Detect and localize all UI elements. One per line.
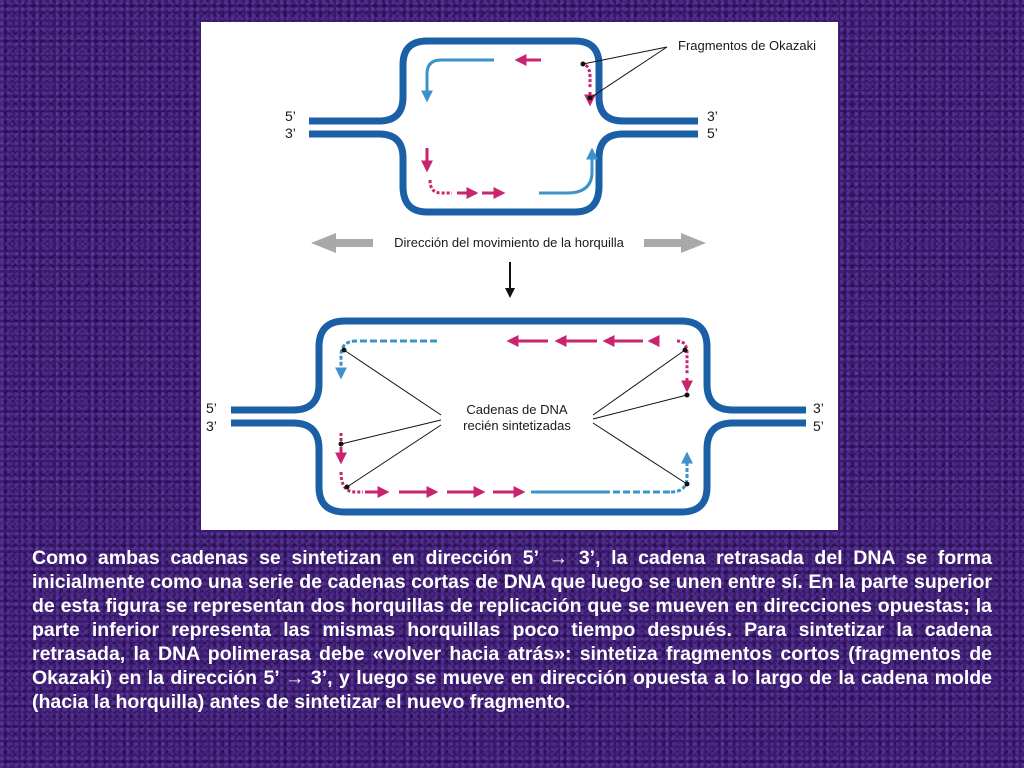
bottom-template-strand-upper xyxy=(231,317,806,414)
end-label-5prime: 5’ xyxy=(707,125,718,141)
fork-direction-label: Dirección del movimiento de la horquilla xyxy=(394,235,625,250)
callout-line xyxy=(340,419,442,445)
end-label-3prime: 3’ xyxy=(206,418,217,434)
top-okazaki-fragment xyxy=(580,62,592,88)
top-template-strand-lower xyxy=(309,130,698,216)
new-strands-callout-label: recién sintetizadas xyxy=(463,418,571,433)
callout-line xyxy=(346,424,442,488)
bottom-template-strand-lower xyxy=(231,419,806,516)
bottom-leading-strand xyxy=(670,451,693,494)
top-leading-strand-left xyxy=(421,58,494,103)
replication-diagram: Fragmentos de Okazaki 5’ 3’ 3’ 5’ Direcc… xyxy=(201,22,838,530)
right-arrow-icon xyxy=(644,233,706,253)
bottom-okazaki-fragment xyxy=(676,339,689,374)
end-label-3prime: 3’ xyxy=(285,125,296,141)
new-strands-callout-label: Cadenas de DNA xyxy=(466,402,567,417)
callout-line xyxy=(589,46,668,99)
callout-line xyxy=(592,422,688,485)
okazaki-callout-label: Fragmentos de Okazaki xyxy=(678,38,816,53)
bottom-replication-bubble: Cadenas de DNA recién sintetizadas 5’ 3’… xyxy=(206,317,824,516)
top-replication-bubble: Fragmentos de Okazaki 5’ 3’ 3’ 5’ xyxy=(285,37,816,216)
bottom-leading-strand xyxy=(335,339,357,380)
end-label-5prime: 5’ xyxy=(285,108,296,124)
fork-direction-indicator: Dirección del movimiento de la horquilla xyxy=(311,233,706,298)
end-label-5prime: 5’ xyxy=(206,400,217,416)
callout-line xyxy=(592,349,686,416)
figure-caption: Como ambas cadenas se sintetizan en dire… xyxy=(32,547,992,713)
top-leading-strand-right xyxy=(539,147,598,195)
end-label-5prime: 5’ xyxy=(813,418,824,434)
bottom-okazaki-fragment xyxy=(339,471,363,494)
end-label-3prime: 3’ xyxy=(707,108,718,124)
left-arrow-icon xyxy=(311,233,373,253)
callout-line xyxy=(592,394,688,420)
callout-line xyxy=(343,349,442,416)
end-label-3prime: 3’ xyxy=(813,400,824,416)
top-okazaki-fragment xyxy=(428,179,452,195)
top-template-strand-upper xyxy=(309,37,698,125)
callout-line xyxy=(582,46,668,65)
